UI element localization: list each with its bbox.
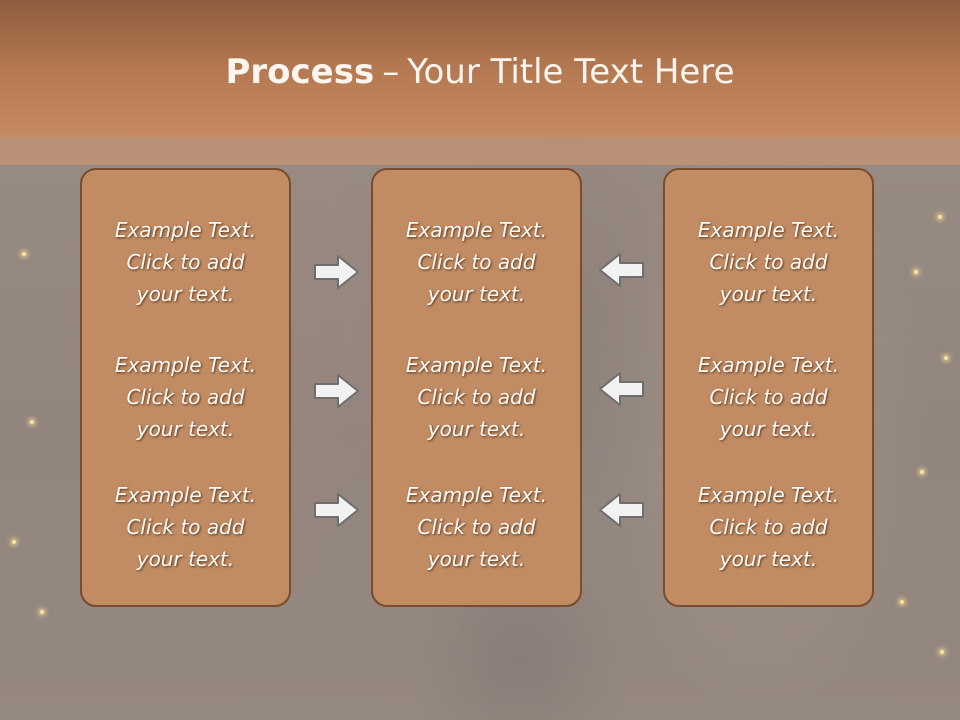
- title-bar: [0, 0, 960, 137]
- text-placeholder[interactable]: Example Text. Click to add your text.: [373, 214, 580, 310]
- text-placeholder[interactable]: Example Text. Click to add your text.: [82, 349, 289, 445]
- text-line: Example Text.: [405, 218, 548, 242]
- text-line: your text.: [136, 417, 235, 441]
- text-line: Click to add: [709, 515, 828, 539]
- text-placeholder[interactable]: Example Text. Click to add your text.: [665, 349, 872, 445]
- title-rest: Your Title Text Here: [407, 52, 735, 92]
- sparkle-decoration: [900, 600, 904, 604]
- text-line: Example Text.: [114, 483, 257, 507]
- text-line: Example Text.: [697, 218, 840, 242]
- title-separator: –: [382, 52, 400, 92]
- text-placeholder[interactable]: Example Text. Click to add your text.: [373, 349, 580, 445]
- process-box-center[interactable]: Example Text. Click to add your text. Ex…: [371, 168, 582, 607]
- process-box-right[interactable]: Example Text. Click to add your text. Ex…: [663, 168, 874, 607]
- text-line: your text.: [427, 417, 526, 441]
- sparkle-decoration: [22, 252, 26, 256]
- text-placeholder[interactable]: Example Text. Click to add your text.: [373, 479, 580, 575]
- text-line: Click to add: [126, 385, 245, 409]
- text-line: Example Text.: [697, 353, 840, 377]
- sparkle-decoration: [938, 215, 942, 219]
- title-bar-band: [0, 137, 960, 165]
- arrow-left-icon[interactable]: [598, 492, 644, 528]
- text-line: Example Text.: [405, 353, 548, 377]
- arrow-right-icon[interactable]: [314, 492, 360, 528]
- text-line: your text.: [719, 547, 818, 571]
- text-line: Example Text.: [697, 483, 840, 507]
- title-bold: Process: [225, 52, 375, 92]
- text-line: Click to add: [709, 250, 828, 274]
- sparkle-decoration: [30, 420, 34, 424]
- sparkle-decoration: [944, 356, 948, 360]
- text-line: Example Text.: [114, 353, 257, 377]
- sparkle-decoration: [920, 470, 924, 474]
- text-line: Click to add: [126, 250, 245, 274]
- text-line: your text.: [719, 417, 818, 441]
- text-line: Example Text.: [405, 483, 548, 507]
- text-placeholder[interactable]: Example Text. Click to add your text.: [82, 479, 289, 575]
- text-line: Click to add: [417, 385, 536, 409]
- text-line: Click to add: [417, 515, 536, 539]
- sparkle-decoration: [12, 540, 16, 544]
- text-line: Example Text.: [114, 218, 257, 242]
- sparkle-decoration: [940, 650, 944, 654]
- text-line: your text.: [719, 282, 818, 306]
- arrow-right-icon[interactable]: [314, 254, 360, 290]
- text-placeholder[interactable]: Example Text. Click to add your text.: [665, 479, 872, 575]
- text-line: your text.: [427, 282, 526, 306]
- process-box-left[interactable]: Example Text. Click to add your text. Ex…: [80, 168, 291, 607]
- sparkle-decoration: [40, 610, 44, 614]
- text-placeholder[interactable]: Example Text. Click to add your text.: [665, 214, 872, 310]
- text-line: Click to add: [126, 515, 245, 539]
- arrow-left-icon[interactable]: [598, 252, 644, 288]
- text-line: your text.: [427, 547, 526, 571]
- text-line: Click to add: [709, 385, 828, 409]
- text-line: your text.: [136, 282, 235, 306]
- arrow-left-icon[interactable]: [598, 371, 644, 407]
- text-line: your text.: [136, 547, 235, 571]
- text-line: Click to add: [417, 250, 536, 274]
- arrow-right-icon[interactable]: [314, 373, 360, 409]
- slide-title[interactable]: Process–Your Title Text Here: [0, 52, 960, 92]
- text-placeholder[interactable]: Example Text. Click to add your text.: [82, 214, 289, 310]
- sparkle-decoration: [914, 270, 918, 274]
